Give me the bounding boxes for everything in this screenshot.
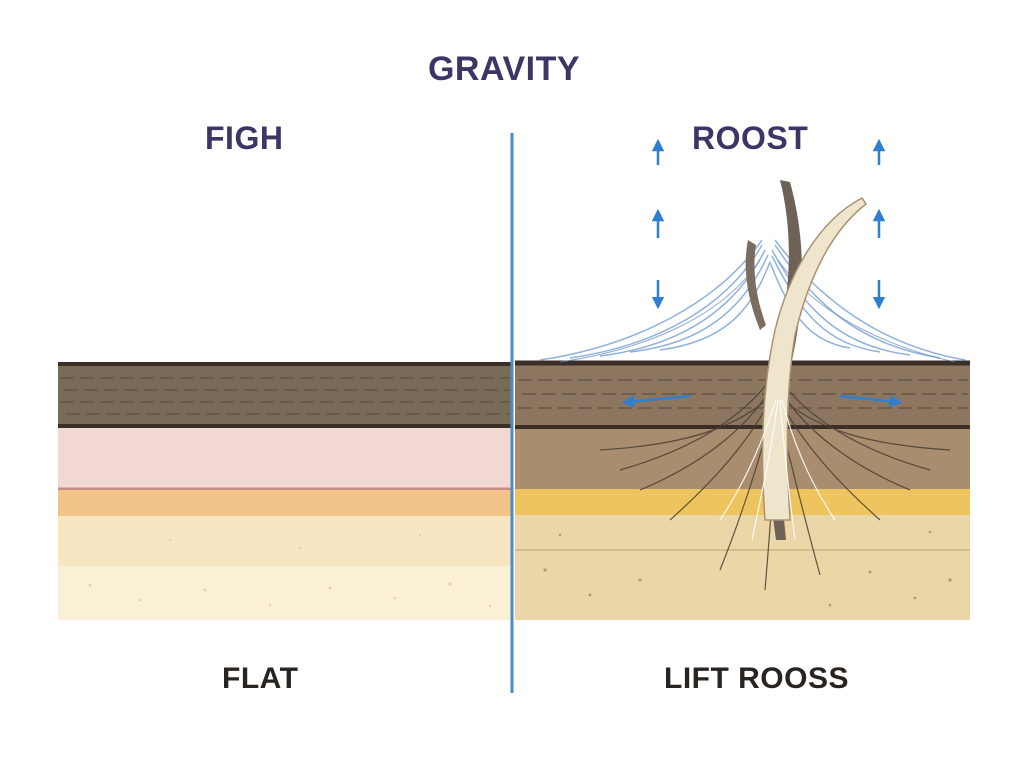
right-top-soil-layer [515,362,970,428]
left-panel-caption: FLAT [222,662,299,695]
right-mid-soil-layer [515,429,970,489]
right-layer-stack [515,138,970,620]
right-arrow-icon [839,394,903,408]
left-top-soil-layer [58,363,513,427]
left-arrow-icon [621,394,691,408]
left-sand-layer [58,516,513,566]
left-orange-band [58,490,513,516]
blue-fiber-fan [539,239,966,361]
left-layer-stack [58,362,513,620]
left-pale-sand-layer [58,566,513,620]
diagram-title: GRAVITY [427,50,581,88]
right-panel-heading: ROOST [692,120,809,156]
left-panel-heading: FIGH [205,120,284,156]
left-pink-layer [58,428,513,488]
right-panel-caption: LIFT ROOSS [664,662,849,695]
hair-strand [719,180,868,541]
right-sand-layer [515,515,970,620]
